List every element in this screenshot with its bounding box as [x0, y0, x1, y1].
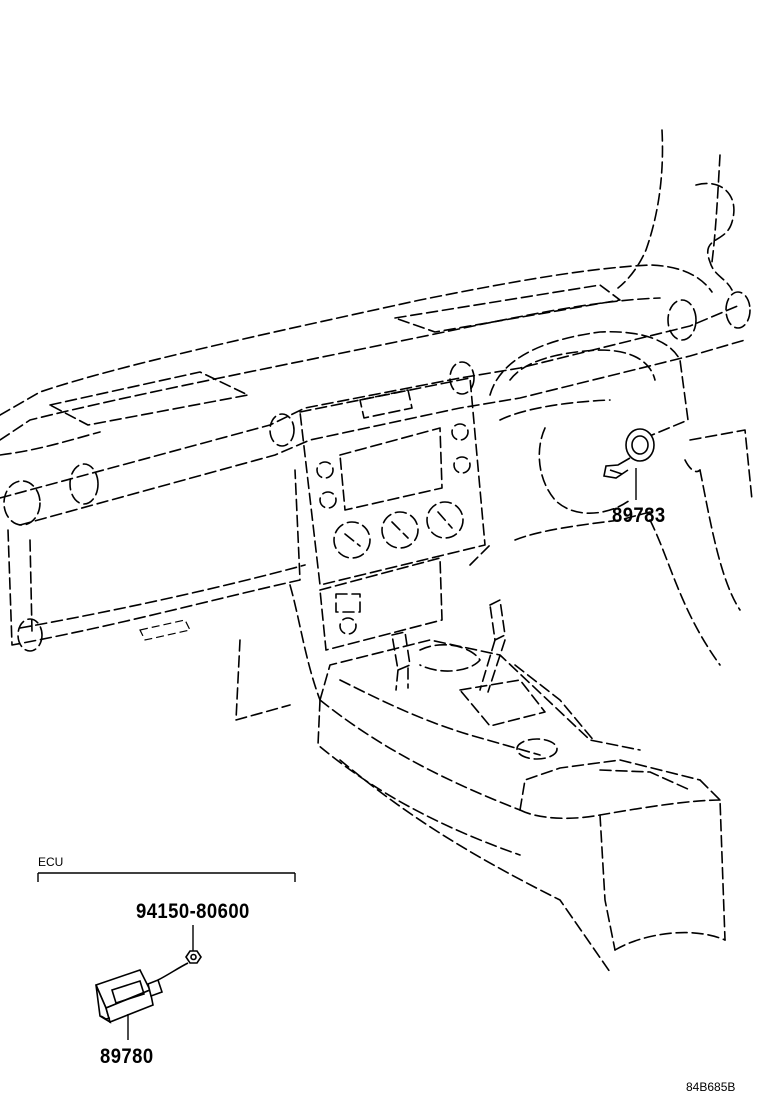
ecu-module-icon [94, 962, 189, 1040]
ignition-switch-icon [603, 428, 655, 500]
ecu-bracket [37, 872, 296, 882]
center-console [317, 639, 726, 973]
ecu-group-label: ECU [38, 855, 64, 869]
dashboard-top [0, 264, 713, 456]
driver-knee-panel [235, 429, 753, 721]
center-stack [299, 377, 486, 586]
nut-icon [185, 925, 202, 964]
dash-roll-bar [0, 291, 751, 526]
callout-89783: 89783 [612, 504, 666, 527]
a-pillar [617, 129, 735, 291]
callout-89780: 89780 [100, 1045, 154, 1068]
instrument-cluster [489, 330, 689, 541]
callout-94150-80600: 94150-80600 [136, 900, 250, 923]
shift-levers [391, 599, 506, 693]
reference-code: 84B685B [686, 1080, 736, 1094]
glove-box-panel [7, 469, 306, 652]
lower-center-panel [289, 544, 491, 701]
